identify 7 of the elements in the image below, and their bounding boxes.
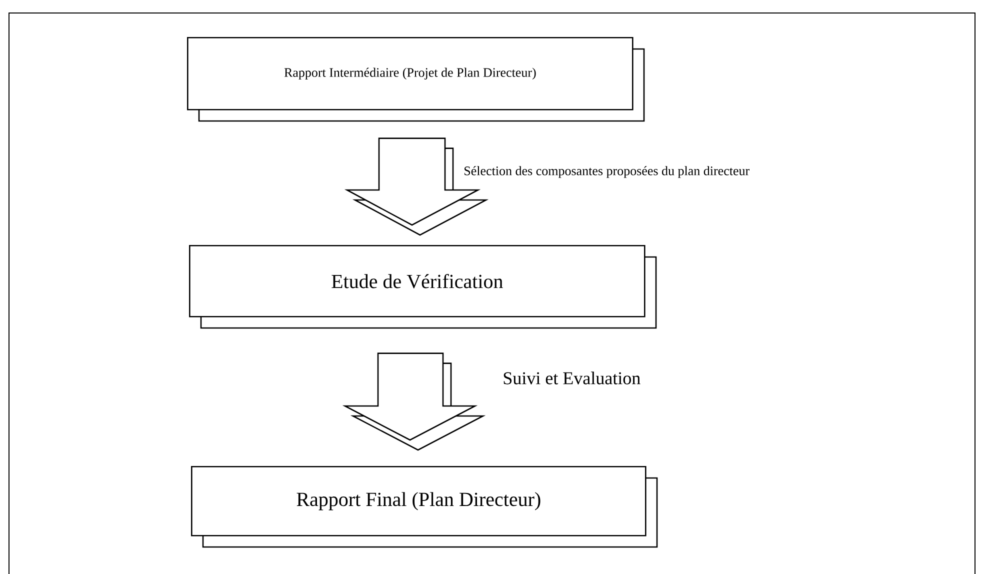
block-arrow (342, 352, 486, 451)
process-box: Rapport Intermédiaire (Projet de Plan Directeur) (187, 37, 645, 122)
process-box: Rapport Final (Plan Directeur) (191, 466, 658, 548)
edge-label: Suivi et Evaluation (504, 372, 640, 384)
process-box: Etude de Vérification (189, 245, 657, 329)
edge-label: Sélection des composantes proposées du plan directeur (464, 166, 750, 178)
block-arrow (344, 138, 489, 236)
